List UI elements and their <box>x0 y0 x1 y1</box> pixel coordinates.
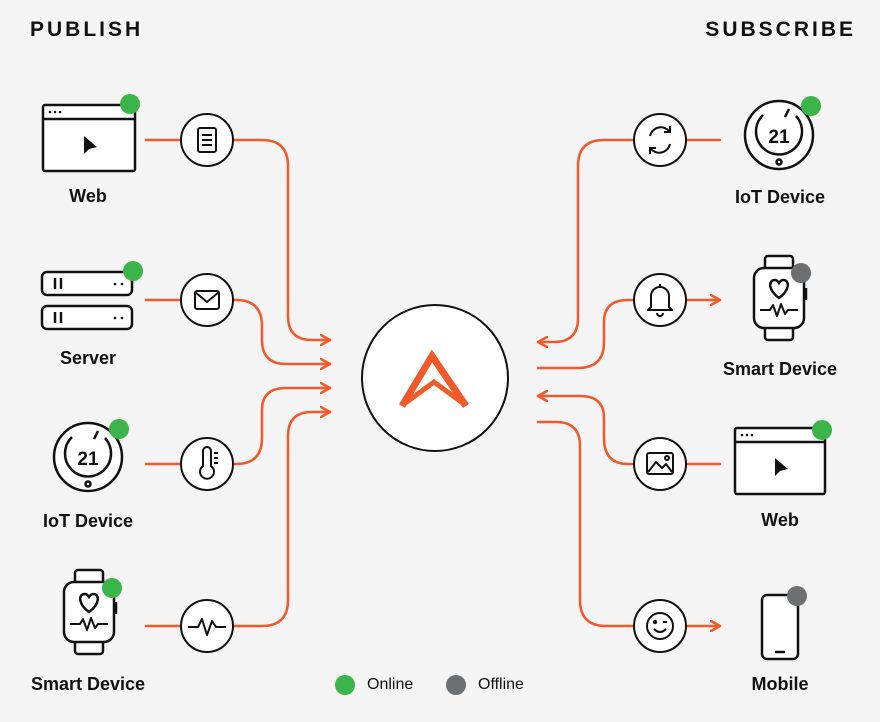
subscriber-label-web: Web <box>761 510 799 530</box>
iot-pub-temperature: 21 <box>77 449 99 470</box>
smartwatch-icon <box>62 568 118 656</box>
connector-iot-pub <box>144 388 332 466</box>
publish-heading: PUBLISH <box>30 18 144 41</box>
status-dot-online <box>102 578 122 598</box>
publisher-label-server: Server <box>59 348 117 368</box>
status-dot-online <box>120 94 140 114</box>
image-icon <box>633 437 687 491</box>
status-dot-online <box>812 420 832 440</box>
connector-iot-sub <box>536 138 722 342</box>
browser-window-icon <box>733 426 827 496</box>
server-rack-icon <box>40 270 134 331</box>
offline-swatch <box>446 675 466 695</box>
publisher-label-iot-device: IoT Device <box>42 511 134 531</box>
iot-sub-temperature: 21 <box>768 127 790 148</box>
status-dot-offline <box>791 263 811 283</box>
smiley-icon <box>633 599 687 653</box>
subscriber-label-smart-device: Smart Device <box>722 359 838 379</box>
smartwatch-icon <box>752 254 808 342</box>
status-dot-offline <box>787 586 807 606</box>
browser-window-icon <box>41 103 137 173</box>
heartbeat-icon <box>180 599 234 653</box>
subscriber-label-iot-device: IoT Device <box>734 187 826 207</box>
status-dot-online <box>123 261 143 281</box>
connector-web-sub <box>536 396 722 466</box>
legend-offline-label: Offline <box>478 676 524 693</box>
connector-web-pub <box>144 138 332 340</box>
mobile-phone-icon <box>760 593 800 661</box>
legend-online: Online <box>335 675 413 695</box>
connector-smart-pub <box>144 412 332 628</box>
bell-icon <box>633 273 687 327</box>
hub-node <box>361 304 509 452</box>
connector-server-pub <box>144 298 332 364</box>
publisher-label-smart-device: Smart Device <box>30 674 146 694</box>
legend-online-label: Online <box>367 676 414 693</box>
connector-smart-sub <box>536 300 722 370</box>
document-icon <box>180 113 234 167</box>
sync-icon <box>633 113 687 167</box>
online-swatch <box>335 675 355 695</box>
thermometer-icon <box>180 437 234 491</box>
status-dot-online <box>801 96 821 116</box>
publisher-label-web: Web <box>69 186 107 206</box>
subscribe-heading: SUBSCRIBE <box>705 18 856 41</box>
thermostat-icon <box>52 421 124 493</box>
thermostat-icon <box>743 99 815 171</box>
ably-logo-icon <box>398 349 469 408</box>
connector-mobile-sub <box>536 420 722 626</box>
status-dot-online <box>109 419 129 439</box>
envelope-icon <box>180 273 234 327</box>
subscriber-label-mobile: Mobile <box>751 674 809 694</box>
legend-offline: Offline <box>446 675 524 695</box>
